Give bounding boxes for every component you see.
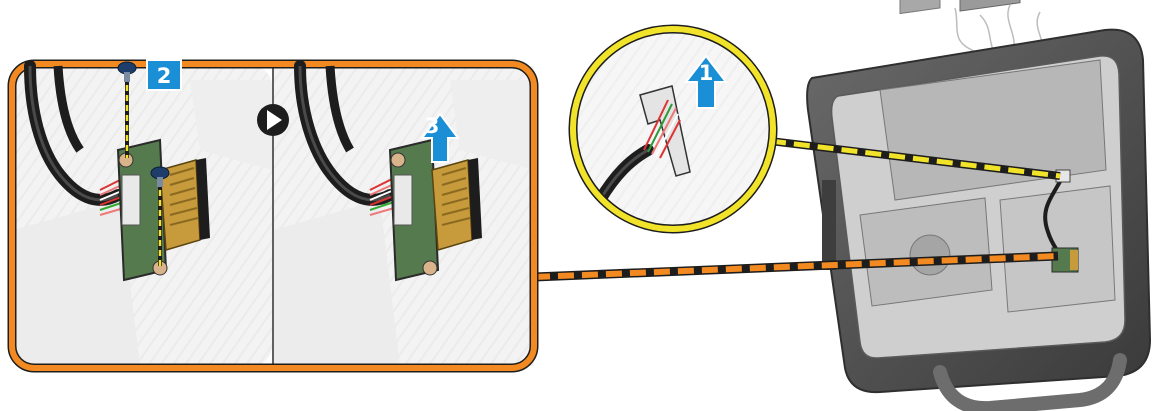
heatsink xyxy=(960,0,1020,11)
step-number-1: 1 xyxy=(699,61,714,85)
step-number-2: 2 xyxy=(157,64,172,88)
step-number-3: 3 xyxy=(425,114,440,138)
step-badge-2: 2 xyxy=(146,59,182,91)
step-badge-3: 3 xyxy=(416,110,446,138)
gold-connector-right xyxy=(432,160,472,250)
yellow-callout-circle xyxy=(570,26,780,236)
laptop-chassis xyxy=(807,0,1150,408)
step-badge-1: 1 xyxy=(699,61,714,85)
play-circle-icon xyxy=(257,104,289,136)
